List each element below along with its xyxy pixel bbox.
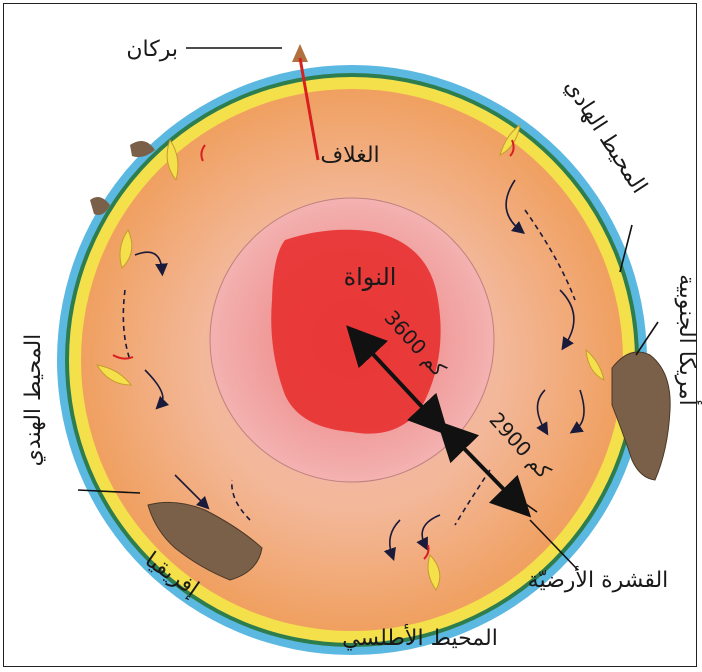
- crust-label: القشرة الأرضيّة: [528, 566, 669, 593]
- south-america-label: أمريكا الجنوبية: [674, 274, 702, 406]
- core-label: النواة: [344, 263, 397, 291]
- volcano-label: بركان: [126, 37, 178, 62]
- indian-ocean-label: المحيط الهندي: [21, 334, 46, 467]
- atlantic-label: المحيط الأطلسي: [342, 624, 498, 651]
- mantle-label: الغلاف: [320, 143, 379, 168]
